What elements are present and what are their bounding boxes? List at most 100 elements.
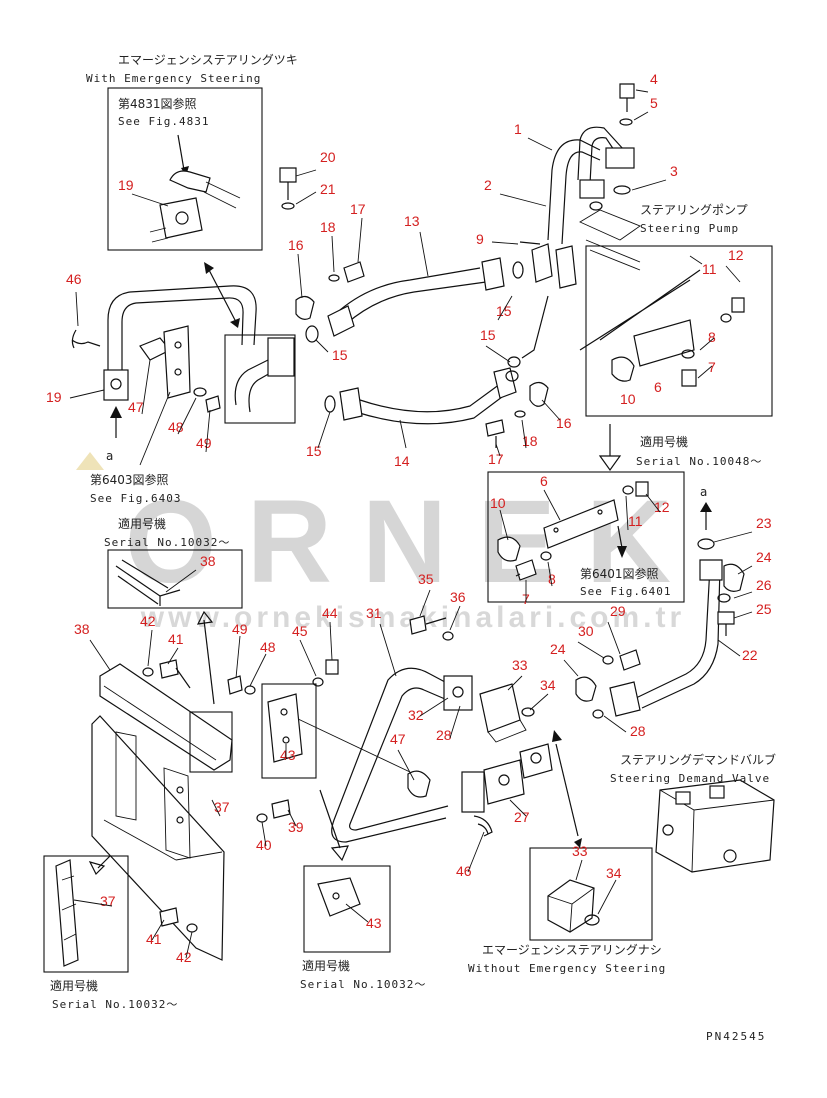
callout-28-b: 28 <box>630 723 646 739</box>
callout-47-b: 47 <box>390 731 406 747</box>
hose-22 <box>575 559 745 719</box>
callout-43-b: 43 <box>366 915 382 931</box>
callout-6-inset: 6 <box>540 473 548 489</box>
with-emergency-en-label: With Emergency Steering <box>86 72 261 85</box>
callout-41-b: 41 <box>146 931 162 947</box>
callout-17-a: 17 <box>350 201 366 217</box>
callout-12-top: 12 <box>728 247 744 263</box>
callout-24-b: 24 <box>550 641 566 657</box>
callout-16-a: 16 <box>288 237 304 253</box>
callout-15-d: 15 <box>306 443 322 459</box>
emergency-pipe-assembly <box>71 262 296 470</box>
bracket-43-box <box>261 683 317 779</box>
watermark: ORNEK www.ornekismakinalari.com.tr <box>125 476 701 634</box>
callout-24-a: 24 <box>756 549 772 565</box>
serial-10032-label-3: Serial No.10032～ <box>52 998 178 1011</box>
callout-10-inset: 10 <box>490 495 506 511</box>
fig6401-inset-box <box>487 471 685 603</box>
watermark-brand: ORNEK <box>125 476 701 608</box>
emergency-pump-pipes <box>295 615 582 862</box>
callout-38-b: 38 <box>74 621 90 637</box>
pump-en-label: Steering Pump <box>640 222 739 235</box>
callout-32: 32 <box>408 707 424 723</box>
callout-22: 22 <box>742 647 758 663</box>
callout-33-a: 33 <box>512 657 528 673</box>
callout-28-a: 28 <box>436 727 452 743</box>
callout-33-b: 33 <box>572 843 588 859</box>
callout-9: 9 <box>476 231 484 247</box>
see6401-jp-label: 第6401図参照 <box>580 566 659 581</box>
callout-30: 30 <box>578 623 594 639</box>
steering-pump-area <box>507 83 773 417</box>
see6403-jp-label: 第6403図参照 <box>90 472 169 487</box>
without-emergency-jp-label: エマージェンシステアリングナシ <box>482 943 662 957</box>
callout-5: 5 <box>650 95 658 111</box>
callout-15-c: 15 <box>480 327 496 343</box>
callout-3: 3 <box>670 163 678 179</box>
callout-25: 25 <box>756 601 772 617</box>
fig6401-inset <box>487 471 685 603</box>
pump-jp-label: ステアリングポンプ <box>640 203 748 217</box>
ref-a-left: a <box>106 449 113 463</box>
bracket-37-box <box>43 855 129 973</box>
watermark-url: www.ornekismakinalari.com.tr <box>140 601 685 634</box>
without-emergency-inset <box>529 847 653 941</box>
demand-valve-jp-label: ステアリングデマンドバルブ <box>620 752 776 767</box>
pump-bracket-box <box>585 245 773 417</box>
serial-10032-inset-box <box>107 549 243 609</box>
see4831-jp-label: 第4831図参照 <box>118 96 197 111</box>
callout-10-top: 10 <box>620 391 636 407</box>
hose-assemblies <box>279 167 549 448</box>
callout-8-inset: 8 <box>548 571 556 587</box>
callout-29: 29 <box>610 603 626 619</box>
callout-2: 2 <box>484 177 492 193</box>
callout-6-top: 6 <box>654 379 662 395</box>
callout-40: 40 <box>256 837 272 853</box>
bracket-38-box <box>189 711 233 773</box>
leader-lines <box>69 89 753 959</box>
callout-39: 39 <box>288 819 304 835</box>
applicable-jp-label-1: 適用号機 <box>118 516 166 531</box>
serial-10032-label-2: Serial No.10032～ <box>300 978 426 991</box>
pipe-detail-box <box>224 334 296 424</box>
callout-46-b: 46 <box>456 863 472 879</box>
steering-demand-valve <box>655 779 775 873</box>
demand-valve-en-label: Steering Demand Valve <box>610 772 770 785</box>
fig4831-inset-box <box>107 87 263 251</box>
callout-20: 20 <box>320 149 336 165</box>
callout-17-b: 17 <box>488 451 504 467</box>
callout-7-top: 7 <box>708 359 716 375</box>
diagram-code: PN42545 <box>706 1030 766 1043</box>
applicable-jp-label-2: 適用号機 <box>640 434 688 449</box>
callout-48-b: 48 <box>260 639 276 655</box>
callout-18-a: 18 <box>320 219 336 235</box>
callout-45: 45 <box>292 623 308 639</box>
callout-26: 26 <box>756 577 772 593</box>
callout-13: 13 <box>404 213 420 229</box>
see6401-en-label: See Fig.6401 <box>580 585 671 598</box>
callout-11-inset: 11 <box>628 513 643 529</box>
callout-41-a: 41 <box>168 631 184 647</box>
with-emergency-jp-label: エマージェンシステアリングツキ <box>118 53 298 67</box>
callout-16-b: 16 <box>556 415 572 431</box>
callout-35: 35 <box>418 571 434 587</box>
callout-14: 14 <box>394 453 410 469</box>
callout-37-a: 37 <box>214 799 230 815</box>
callout-34-a: 34 <box>540 677 556 693</box>
callout-42-a: 42 <box>140 613 156 629</box>
callout-49-b: 49 <box>232 621 248 637</box>
callout-47-a: 47 <box>128 399 144 415</box>
applicable-jp-label-4: 適用号機 <box>50 978 98 993</box>
callout-1: 1 <box>514 121 522 137</box>
callout-49-a: 49 <box>196 435 212 451</box>
callout-8-top: 8 <box>708 329 716 345</box>
callout-34-b: 34 <box>606 865 622 881</box>
see6403-en-label: See Fig.6403 <box>90 492 181 505</box>
bracket-43-alt-box <box>303 865 391 953</box>
callout-42-b: 42 <box>176 949 192 965</box>
callout-19-b: 19 <box>46 389 62 405</box>
callout-31: 31 <box>366 605 382 621</box>
callout-37-b: 37 <box>100 893 116 909</box>
